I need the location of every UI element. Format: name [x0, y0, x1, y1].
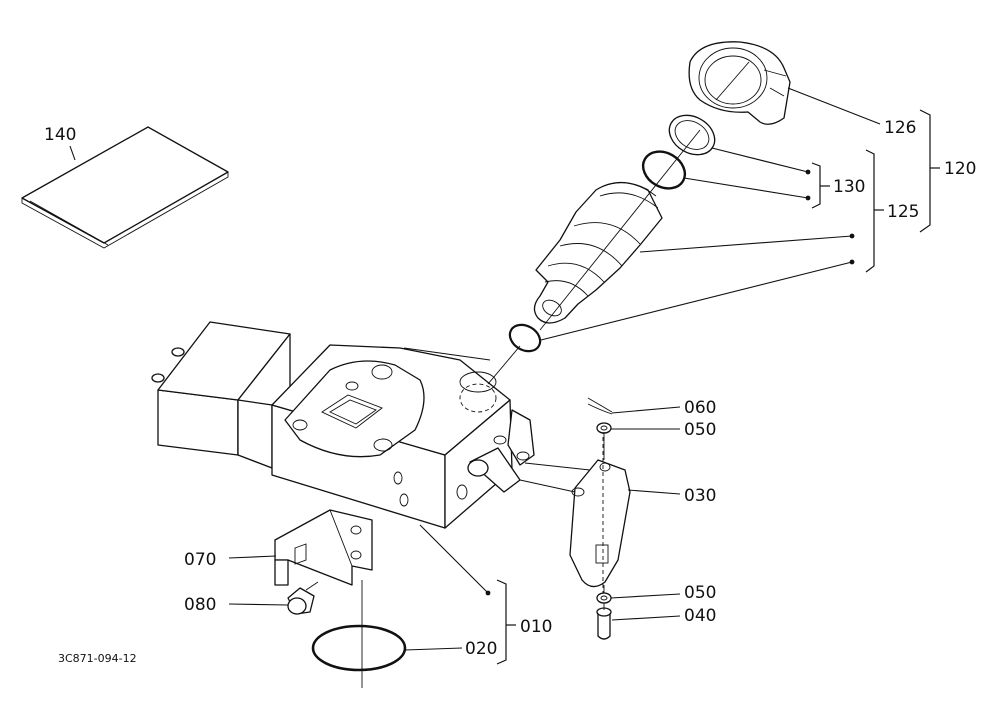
callout-140: 140	[44, 125, 76, 145]
part-140-manual	[21, 126, 229, 249]
part-070-angle-bracket	[274, 509, 373, 586]
callout-050-bottom: 050	[684, 583, 716, 603]
callout-010: 010	[520, 617, 552, 637]
leader-dots	[485, 169, 855, 596]
part-020-o-ring	[311, 624, 407, 672]
guide-lines	[361, 61, 750, 688]
part-010-valve-body	[151, 321, 535, 529]
callout-080: 080	[184, 595, 216, 615]
part-125-cylinder	[533, 181, 663, 324]
callout-126: 126	[884, 118, 916, 138]
callout-040: 040	[684, 606, 716, 626]
part-050-washer-bottom	[596, 592, 612, 604]
part-030-bracket	[569, 430, 631, 595]
callout-060: 060	[684, 398, 716, 418]
part-130-seals	[641, 114, 716, 190]
drawing-code: 3C871-094-12	[58, 652, 137, 665]
callout-070: 070	[184, 550, 216, 570]
part-050-washer-top	[596, 422, 612, 434]
part-040-pin	[596, 607, 612, 640]
callout-030: 030	[684, 486, 716, 506]
part-060-cotter-pin	[587, 397, 613, 415]
part-o-ring-small	[508, 323, 542, 353]
leader-lines	[69, 87, 881, 651]
callout-130: 130	[833, 177, 865, 197]
callout-020: 020	[465, 639, 497, 659]
part-080-plug	[287, 581, 319, 615]
callout-125: 125	[887, 202, 919, 222]
group-brackets	[496, 109, 940, 665]
callout-050-top: 050	[684, 420, 716, 440]
callout-120: 120	[944, 159, 976, 179]
part-126-clamp	[688, 41, 791, 125]
